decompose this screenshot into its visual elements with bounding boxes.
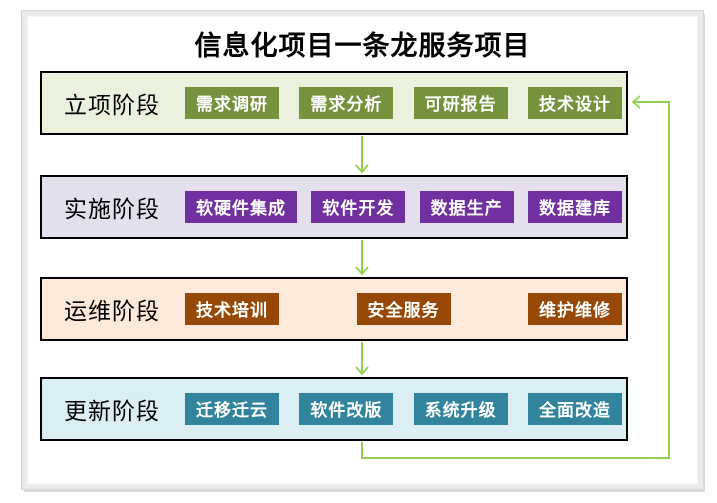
task-chip: 软件开发 xyxy=(311,191,406,223)
task-chip: 维护维修 xyxy=(528,293,622,325)
stage-label: 实施阶段 xyxy=(64,197,160,222)
task-chip: 系统升级 xyxy=(413,393,508,425)
task-chip: 全面改造 xyxy=(527,393,622,425)
stage-label: 立项阶段 xyxy=(64,93,160,118)
task-chip: 软硬件集成 xyxy=(185,191,297,223)
stage-label: 更新阶段 xyxy=(64,399,160,424)
stage-task-list: 需求调研需求分析可研报告技术设计 xyxy=(185,73,622,133)
stage-label: 运维阶段 xyxy=(64,299,160,324)
stage-row-4: 更新阶段 迁移迁云软件改版系统升级全面改造 xyxy=(40,377,628,441)
task-chip: 技术设计 xyxy=(527,87,622,119)
stage-task-list: 软硬件集成软件开发数据生产数据建库 xyxy=(185,177,622,237)
task-chip: 迁移迁云 xyxy=(185,393,279,425)
task-chip: 软件改版 xyxy=(299,393,394,425)
task-chip: 需求分析 xyxy=(299,87,394,119)
stage-task-list: 迁移迁云软件改版系统升级全面改造 xyxy=(185,379,622,439)
task-chip: 需求调研 xyxy=(185,87,279,119)
task-chip: 安全服务 xyxy=(356,293,451,325)
stage-row-1: 立项阶段 需求调研需求分析可研报告技术设计 xyxy=(40,71,628,135)
stage-row-2: 实施阶段 软硬件集成软件开发数据生产数据建库 xyxy=(40,175,628,239)
diagram-title: 信息化项目一条龙服务项目 xyxy=(194,31,531,61)
task-chip: 技术培训 xyxy=(185,293,279,325)
task-chip: 数据建库 xyxy=(527,191,622,223)
task-chip: 数据生产 xyxy=(419,191,514,223)
stage-task-list: 技术培训 安全服务 维护维修 xyxy=(185,279,622,339)
stage-row-3: 运维阶段 技术培训 安全服务 维护维修 xyxy=(40,277,628,341)
task-chip: 可研报告 xyxy=(413,87,508,119)
